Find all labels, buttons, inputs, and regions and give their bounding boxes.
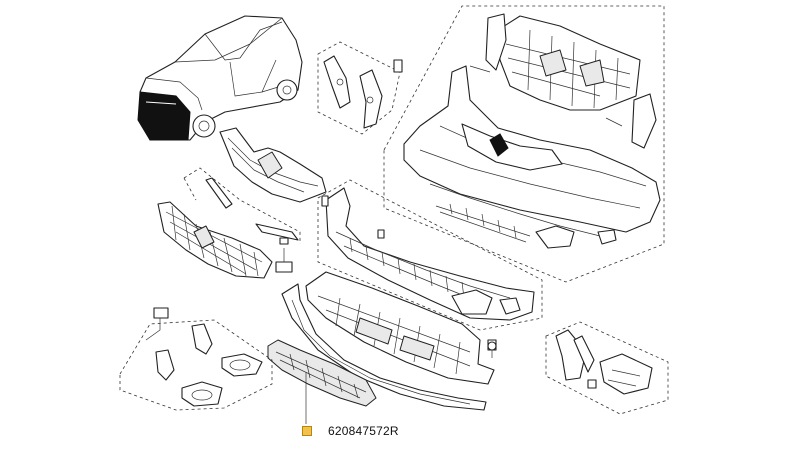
part-highlight-marker	[302, 426, 312, 436]
car-illustration	[137, 15, 303, 141]
bumper-lower-grille	[321, 187, 535, 321]
side-brackets-top	[317, 41, 403, 135]
upper-side-brackets	[469, 13, 657, 149]
trim-strip-right	[255, 223, 299, 245]
upper-crossmember	[497, 15, 641, 111]
engine-under-tray	[305, 271, 497, 385]
upper-grille	[219, 127, 327, 203]
clip-small	[275, 261, 293, 273]
trim-strip-left	[205, 177, 233, 209]
lower-lip-spoiler	[281, 283, 487, 411]
fastener-bolt	[487, 341, 497, 358]
part-number-label[interactable]: 620847572R	[328, 424, 399, 438]
skid-plate-highlighted-part	[267, 339, 377, 407]
fog-lamp-assembly	[119, 307, 273, 411]
side-brackets-bottom	[545, 321, 669, 415]
front-bumper-cover	[403, 65, 661, 249]
lower-mesh-grille	[157, 201, 273, 279]
